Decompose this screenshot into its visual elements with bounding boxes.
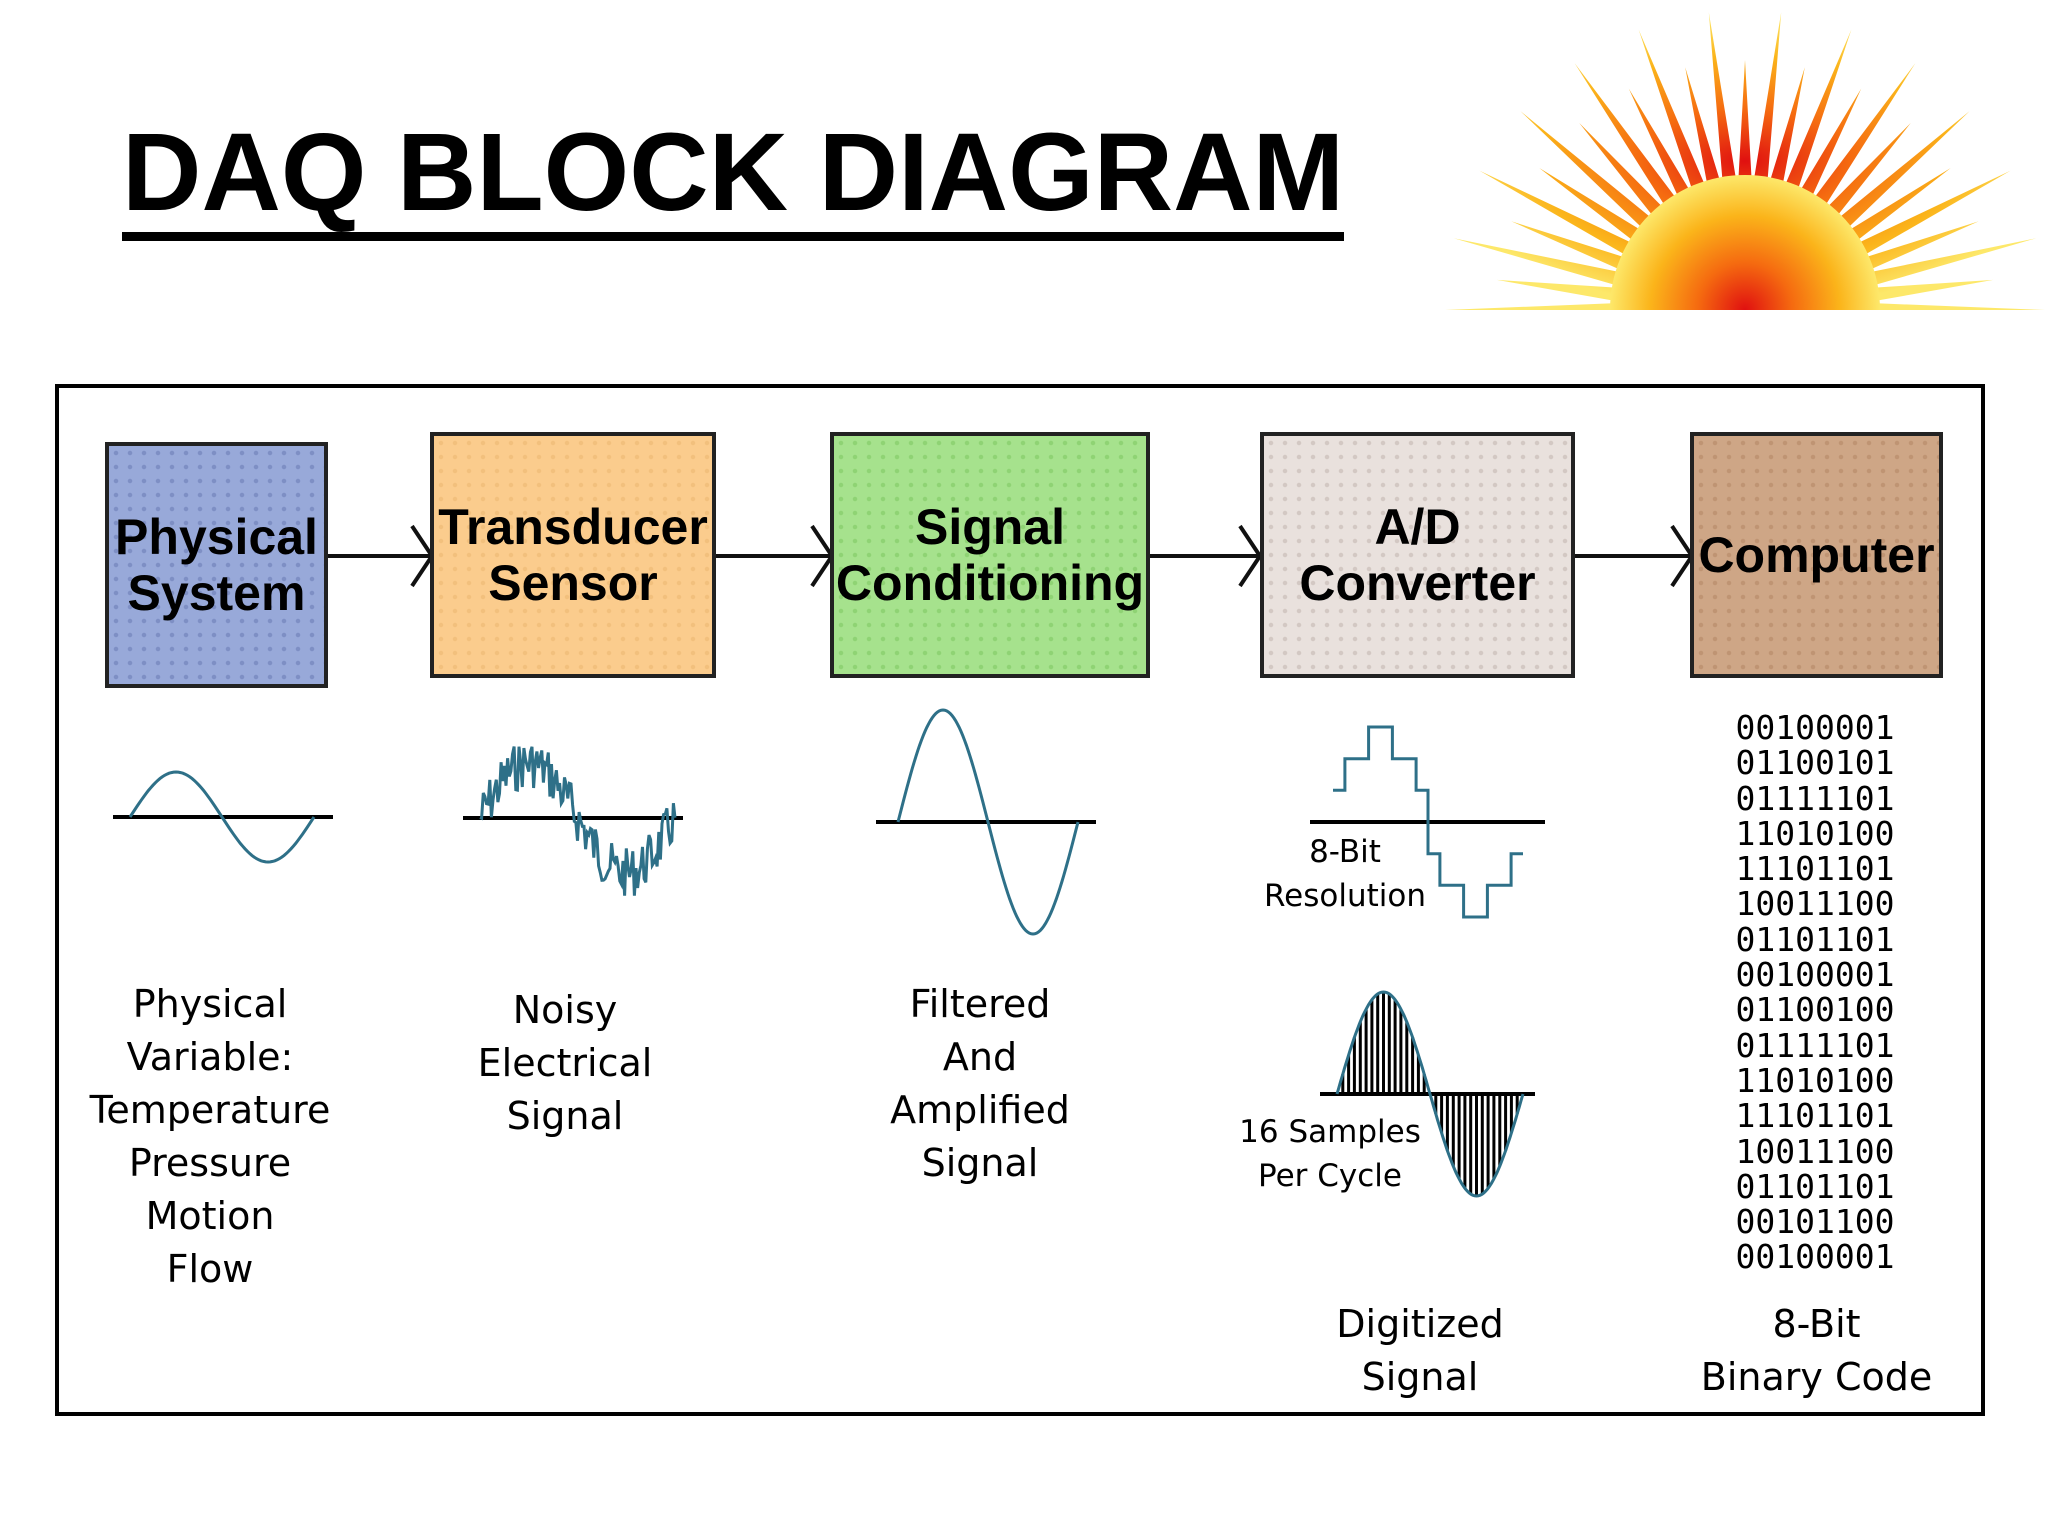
samples-label: 16 Samples Per Cycle [1239, 1114, 1421, 1194]
sine-wave [128, 770, 316, 864]
sun-disc [1610, 175, 1880, 320]
binary-code-caption: 8-Bit Binary Code [1700, 1302, 1933, 1399]
ad-converter-label: A/D Converter [1299, 499, 1536, 611]
noisy-signal-caption: Noisy Electrical Signal [477, 988, 653, 1138]
signal-conditioning-label: Signal Conditioning [835, 499, 1145, 611]
binary-code-line: 01101101 [1735, 919, 1895, 959]
binary-code-line: 10011100 [1735, 884, 1895, 924]
noisy-signal-waveform [463, 746, 683, 896]
signal-conditioning-block: Signal Conditioning [830, 432, 1150, 678]
physical-system-block: Physical System [105, 442, 328, 688]
noisy-wave [479, 746, 677, 896]
amplified-sine-wave [896, 708, 1080, 936]
physical-variable-waveform [113, 770, 333, 864]
binary-code-line: 11101101 [1735, 849, 1895, 889]
binary-code-line: 11101101 [1735, 1096, 1895, 1136]
quantized-signal-waveform [1310, 725, 1545, 919]
physical-system-label: Physical System [115, 509, 318, 621]
binary-code-line: 01111101 [1735, 1025, 1895, 1065]
resolution-label: 8-Bit Resolution [1264, 834, 1426, 914]
binary-code-line: 10011100 [1735, 1131, 1895, 1171]
sun-icon [1445, 12, 2048, 320]
binary-code-line: 01101101 [1735, 1166, 1895, 1206]
binary-code-line: 00100001 [1735, 708, 1895, 747]
computer-block: Computer [1690, 432, 1943, 678]
binary-code-line: 00101100 [1735, 1202, 1895, 1242]
binary-code-line: 11010100 [1735, 1060, 1895, 1100]
binary-code-line: 11010100 [1735, 813, 1895, 853]
binary-code-line: 00100001 [1735, 955, 1895, 995]
binary-code-line: 01100101 [1735, 743, 1895, 783]
transducer-sensor-label: Transducer Sensor [438, 499, 708, 611]
stepped-wave [1333, 725, 1523, 919]
sun-rays [1445, 12, 2045, 310]
ad-converter-block: A/D Converter [1260, 432, 1575, 678]
page-title: DAQ BLOCK DIAGRAM [122, 118, 1345, 241]
binary-code-line: 00100001 [1735, 1237, 1895, 1277]
arrow-3-icon [1150, 524, 1263, 588]
binary-code-line: 01111101 [1735, 778, 1895, 818]
digitized-signal-caption: Digitized Signal [1336, 1302, 1504, 1399]
physical-variable-caption: Physical Variable: Temperature Pressure … [89, 982, 331, 1291]
arrow-4-icon [1575, 524, 1695, 588]
transducer-sensor-block: Transducer Sensor [430, 432, 716, 678]
arrow-2-icon [716, 524, 835, 588]
sampled-signal-waveform [1320, 990, 1535, 1198]
computer-label: Computer [1698, 527, 1935, 583]
sampled-sine-wave [1335, 990, 1525, 1198]
filtered-signal-waveform [876, 708, 1096, 936]
arrow-1-icon [328, 524, 435, 588]
filtered-signal-caption: Filtered And Amplified Signal [890, 982, 1070, 1185]
sample-lines [1341, 992, 1519, 1196]
binary-code-line: 01100100 [1735, 990, 1895, 1030]
